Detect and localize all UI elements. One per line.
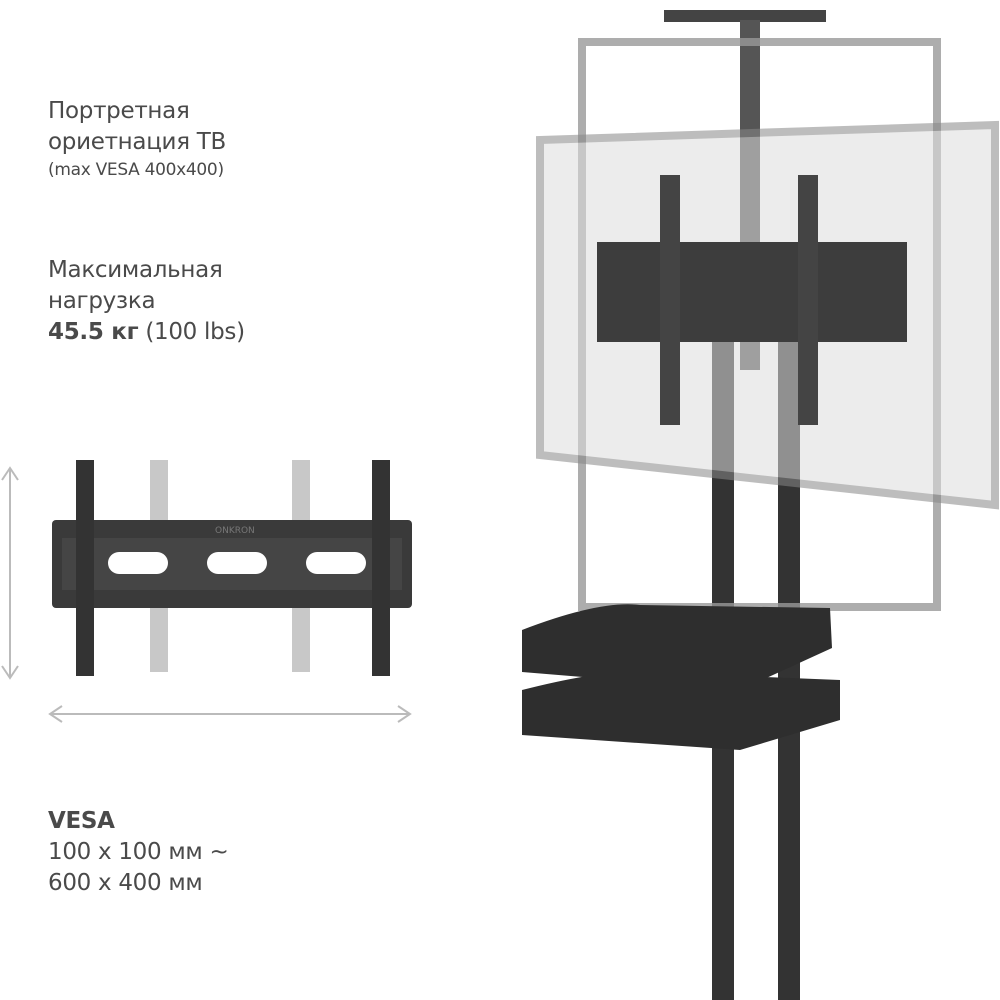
portrait-orientation-block: Портретная ориетнация ТВ (max VESA 400x4… <box>48 96 226 182</box>
onkron-logo: ONKRON <box>215 526 255 536</box>
vesa-min: 100 x 100 мм ~ <box>48 839 229 865</box>
vesa-block: VESA 100 x 100 мм ~ 600 x 400 мм <box>48 806 229 899</box>
height-arrow-icon <box>1 466 19 680</box>
portrait-line2: ориетнация ТВ <box>48 129 226 155</box>
load-line2: нагрузка <box>48 288 156 314</box>
width-arrow-icon <box>48 705 412 723</box>
portrait-note: (max VESA 400x400) <box>48 160 224 180</box>
load-line1: Максимальная <box>48 257 223 283</box>
vesa-max: 600 x 400 мм <box>48 870 203 896</box>
tv-stand <box>522 10 999 1000</box>
load-value: 45.5 кг <box>48 319 139 345</box>
vesa-title: VESA <box>48 808 115 834</box>
max-load-block: Максимальная нагрузка 45.5 кг (100 lbs) <box>48 255 245 348</box>
portrait-line1: Портретная <box>48 98 190 124</box>
vesa-bracket: ONKRON <box>52 460 412 676</box>
load-value-lbs: (100 lbs) <box>145 319 245 345</box>
